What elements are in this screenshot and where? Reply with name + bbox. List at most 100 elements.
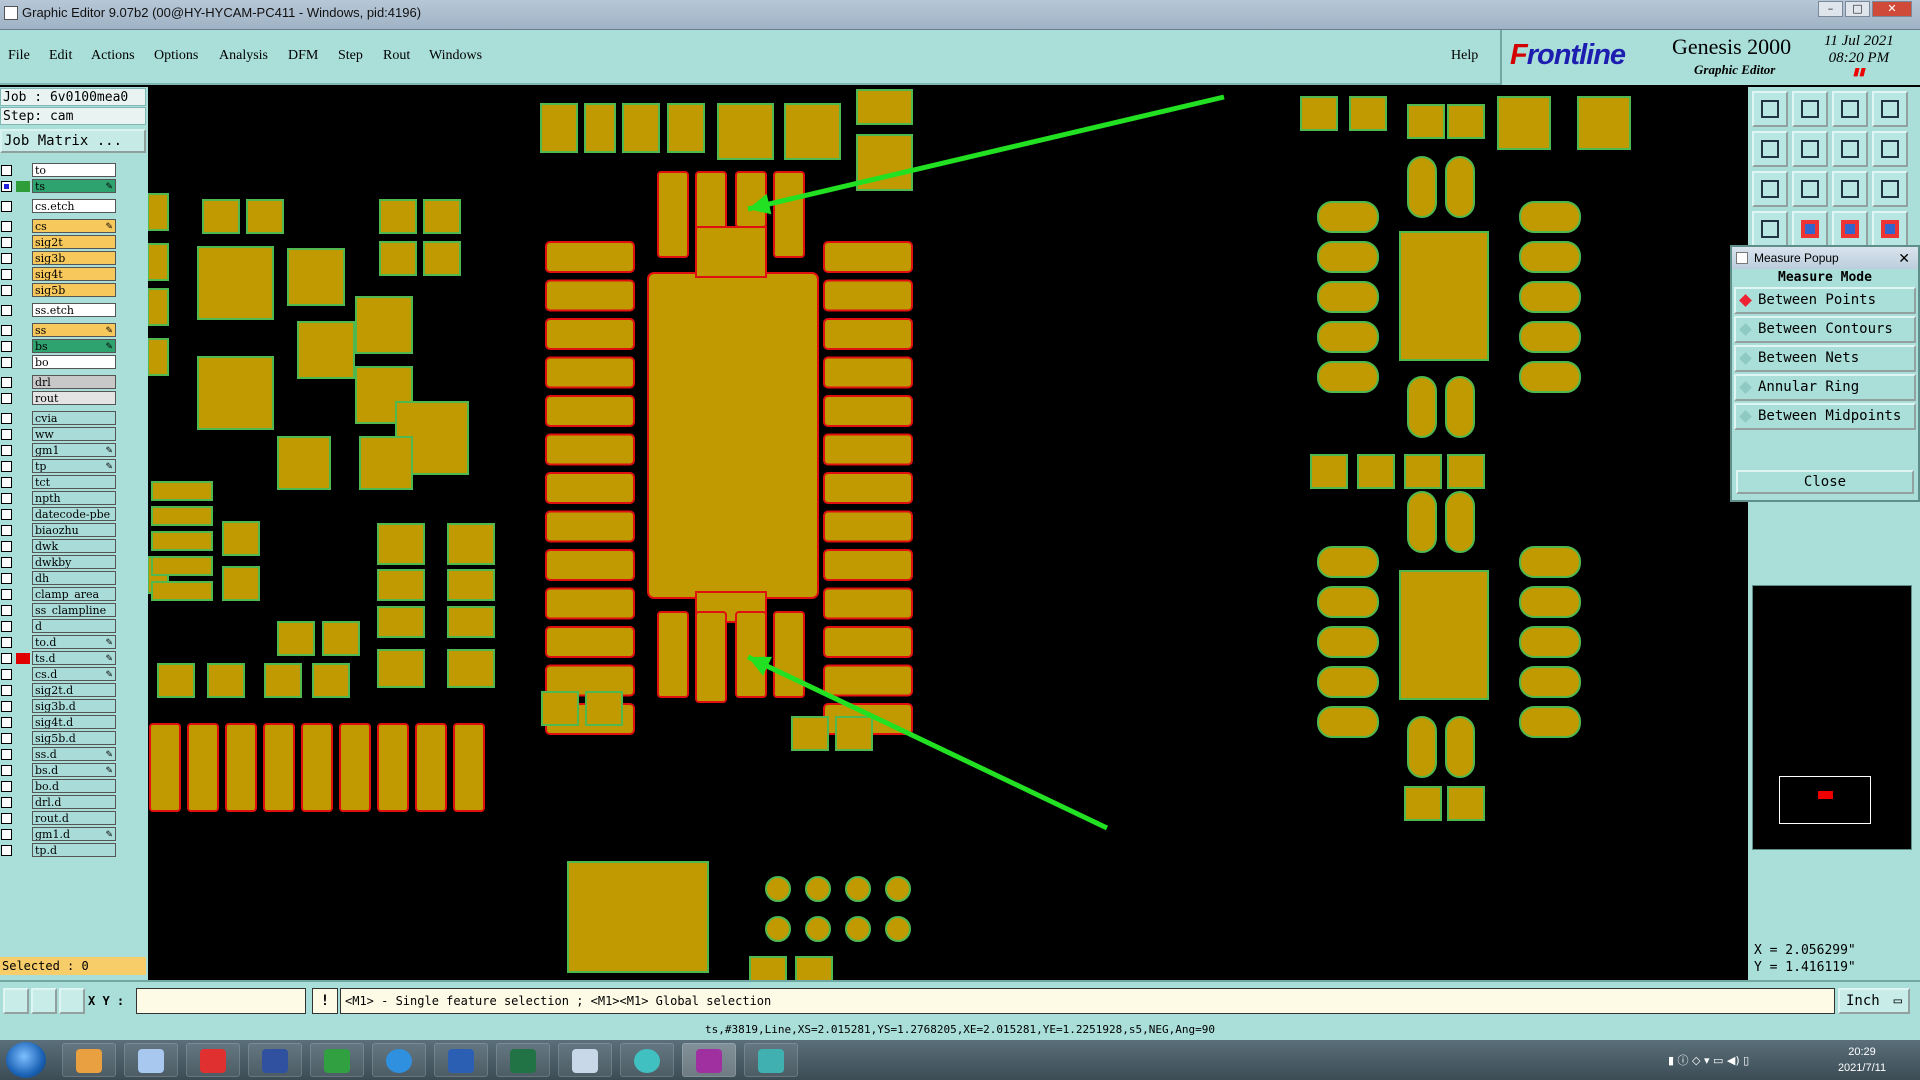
layer-checkbox[interactable] bbox=[1, 181, 12, 192]
pad[interactable] bbox=[197, 246, 274, 320]
layer-row-gm1-d[interactable]: gm1.d✎ bbox=[0, 827, 118, 842]
layer-checkbox[interactable] bbox=[1, 201, 12, 212]
layer-row-rout-d[interactable]: rout.d bbox=[0, 811, 118, 826]
layer-name[interactable]: dwkby bbox=[32, 555, 116, 569]
pad[interactable] bbox=[222, 566, 260, 601]
pad[interactable] bbox=[151, 531, 213, 551]
layer-checkbox[interactable] bbox=[1, 377, 12, 388]
menu-analysis[interactable]: Analysis bbox=[219, 48, 268, 63]
pad[interactable] bbox=[197, 356, 274, 430]
pad[interactable] bbox=[1399, 570, 1489, 700]
pad[interactable] bbox=[149, 723, 181, 812]
layer-row-cs[interactable]: cs✎ bbox=[0, 219, 118, 234]
layer-row-ss-d[interactable]: ss.d✎ bbox=[0, 747, 118, 762]
layer-name[interactable]: biaozhu bbox=[32, 523, 116, 537]
layer-name[interactable]: bo.d bbox=[32, 779, 116, 793]
layer-checkbox[interactable] bbox=[1, 461, 12, 472]
layer-row-to[interactable]: to bbox=[0, 163, 118, 178]
layer-name[interactable]: sig3b bbox=[32, 251, 116, 265]
pad[interactable] bbox=[1447, 454, 1485, 489]
layer-name[interactable]: rout.d bbox=[32, 811, 116, 825]
layer-row-ww[interactable]: ww bbox=[0, 427, 118, 442]
pad[interactable] bbox=[1519, 281, 1581, 313]
layer-checkbox[interactable] bbox=[1, 589, 12, 600]
menu-dfm[interactable]: DFM bbox=[288, 48, 319, 63]
round-pad[interactable] bbox=[805, 876, 831, 902]
pad[interactable] bbox=[567, 861, 709, 973]
pad[interactable] bbox=[1404, 454, 1442, 489]
layer-checkbox[interactable] bbox=[1, 669, 12, 680]
menu-rout[interactable]: Rout bbox=[383, 48, 411, 63]
pad[interactable] bbox=[187, 723, 219, 812]
layer-row-tp[interactable]: tp✎ bbox=[0, 459, 118, 474]
job-matrix-button[interactable]: Job Matrix ... bbox=[0, 129, 146, 153]
layer-name[interactable]: drl.d bbox=[32, 795, 116, 809]
pad[interactable] bbox=[322, 621, 360, 656]
pad[interactable] bbox=[339, 723, 371, 812]
pad[interactable] bbox=[297, 321, 355, 379]
layer-checkbox[interactable] bbox=[1, 749, 12, 760]
pad[interactable] bbox=[1357, 454, 1395, 489]
pad[interactable] bbox=[773, 611, 805, 698]
taskbar-app-g[interactable] bbox=[186, 1043, 240, 1077]
layer-name[interactable]: clamp_area bbox=[32, 587, 116, 601]
pad[interactable] bbox=[151, 506, 213, 526]
graphic-canvas[interactable] bbox=[148, 87, 1748, 980]
pad[interactable] bbox=[1519, 586, 1581, 618]
pad[interactable] bbox=[584, 103, 616, 153]
pad[interactable] bbox=[545, 318, 635, 350]
layer-name[interactable]: cs.etch bbox=[32, 199, 116, 213]
taskbar-app-save[interactable] bbox=[248, 1043, 302, 1077]
layer-row-drl[interactable]: drl bbox=[0, 375, 118, 390]
option-between-midpoints[interactable]: Between Midpoints bbox=[1734, 403, 1916, 430]
layer-checkbox[interactable] bbox=[1, 237, 12, 248]
grid-button[interactable] bbox=[1792, 211, 1828, 247]
layer-checkbox[interactable] bbox=[1, 797, 12, 808]
center-button[interactable] bbox=[1792, 171, 1828, 207]
fit-button[interactable] bbox=[1752, 171, 1788, 207]
round-pad[interactable] bbox=[845, 876, 871, 902]
layer-checkbox[interactable] bbox=[1, 605, 12, 616]
home-button[interactable] bbox=[1832, 91, 1868, 127]
layer-row-sig5b[interactable]: sig5b bbox=[0, 283, 118, 298]
layer-checkbox[interactable] bbox=[1, 621, 12, 632]
layer-name[interactable]: sig5b bbox=[32, 283, 116, 297]
layer-checkbox[interactable] bbox=[1, 781, 12, 792]
round-pad[interactable] bbox=[885, 916, 911, 942]
pad[interactable] bbox=[823, 626, 913, 658]
pad[interactable] bbox=[1317, 321, 1379, 353]
layer-row-ss-clampline[interactable]: ss_clampline bbox=[0, 603, 118, 618]
unit-selector[interactable]: Inch▭ bbox=[1838, 988, 1910, 1014]
layer-checkbox[interactable] bbox=[1, 653, 12, 664]
layer-row-sig4t-d[interactable]: sig4t.d bbox=[0, 715, 118, 730]
measure-close-button[interactable]: Close bbox=[1736, 470, 1914, 494]
pad[interactable] bbox=[222, 521, 260, 556]
pad[interactable] bbox=[1519, 361, 1581, 393]
pad[interactable] bbox=[1317, 706, 1379, 738]
pad[interactable] bbox=[287, 248, 345, 306]
help-button[interactable] bbox=[1872, 171, 1908, 207]
pad[interactable] bbox=[1317, 361, 1379, 393]
pad[interactable] bbox=[545, 433, 635, 466]
layer-row-dwkby[interactable]: dwkby bbox=[0, 555, 118, 570]
layer-row-npth[interactable]: npth bbox=[0, 491, 118, 506]
pcb-drawing[interactable] bbox=[148, 87, 1748, 980]
pad[interactable] bbox=[1447, 786, 1485, 821]
xy-input[interactable] bbox=[136, 988, 306, 1014]
pad[interactable] bbox=[1317, 281, 1379, 313]
layer-checkbox[interactable] bbox=[1, 305, 12, 316]
layer-row-sig3b-d[interactable]: sig3b.d bbox=[0, 699, 118, 714]
pad[interactable] bbox=[415, 723, 447, 812]
pad[interactable] bbox=[1519, 626, 1581, 658]
pad[interactable] bbox=[773, 171, 805, 258]
layer-checkbox[interactable] bbox=[1, 445, 12, 456]
layer-name[interactable]: ts✎ bbox=[32, 179, 116, 193]
pad[interactable] bbox=[148, 193, 169, 231]
pad[interactable] bbox=[1519, 546, 1581, 578]
pad[interactable] bbox=[207, 663, 245, 698]
graph-tool-button[interactable] bbox=[31, 988, 57, 1014]
layer-checkbox[interactable] bbox=[1, 637, 12, 648]
pad[interactable] bbox=[148, 288, 169, 326]
pad[interactable] bbox=[1317, 586, 1379, 618]
pad[interactable] bbox=[151, 581, 213, 601]
